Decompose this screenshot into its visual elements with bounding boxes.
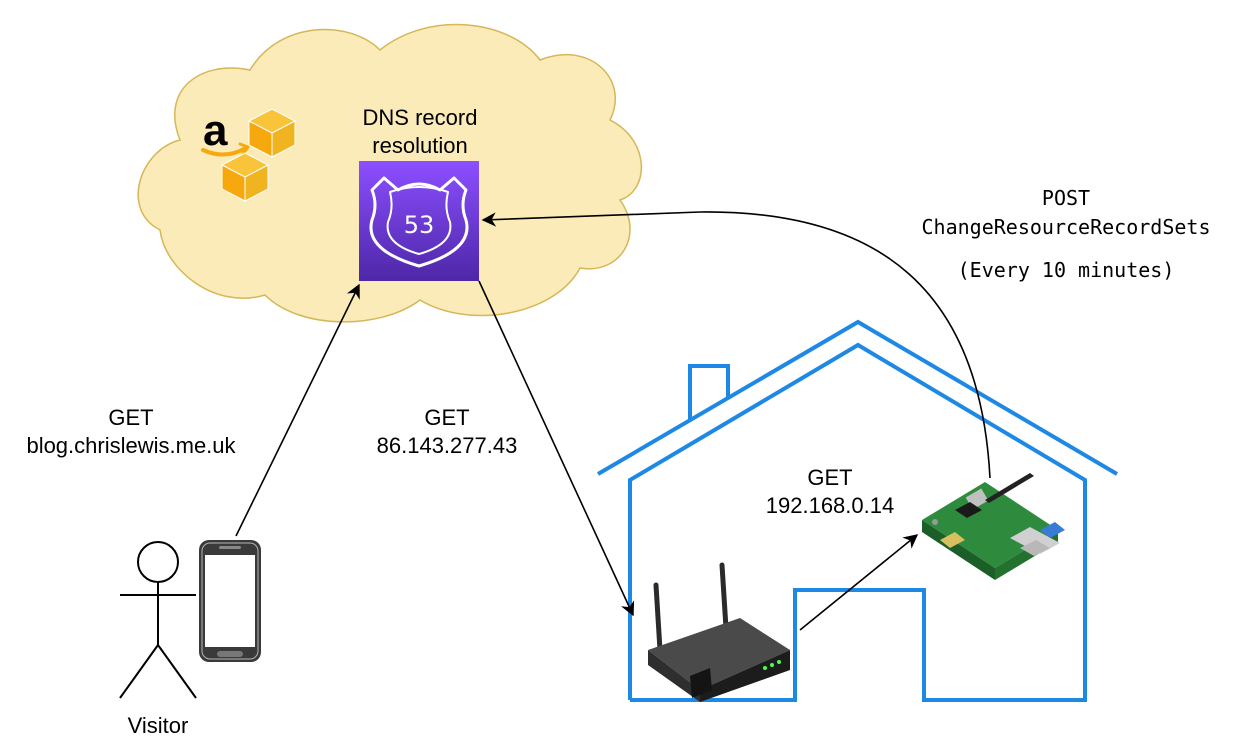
dns-to-router-label: GET 86.143.277.43	[347, 404, 547, 460]
dns-label: DNS record resolution	[340, 104, 500, 160]
visitor-label: Visitor	[127, 713, 189, 738]
route53-badge-number: 53	[404, 211, 435, 239]
amazon-logo-icon: a	[201, 106, 297, 202]
edge-router-to-pi	[799, 534, 919, 631]
visitor-request-method: GET	[108, 405, 154, 430]
visitor-request-target: blog.chrislewis.me.uk	[26, 433, 236, 458]
edge-pi-to-dns	[481, 211, 991, 479]
route53-icon: 53	[359, 161, 479, 281]
dns-to-router-target: 86.143.277.43	[376, 433, 518, 458]
svg-text:a: a	[203, 106, 228, 155]
dns-label-line1: DNS record	[362, 105, 478, 130]
house-outline	[596, 319, 1119, 702]
wifi-router-icon	[648, 562, 790, 702]
router-to-pi-target: 192.168.0.14	[765, 493, 895, 518]
dns-to-router-method: GET	[424, 405, 470, 430]
raspberry-pi-icon	[922, 473, 1065, 580]
router-to-pi-label: GET 192.168.0.14	[735, 464, 925, 520]
pi-update-target: ChangeResourceRecordSets	[921, 215, 1211, 239]
visitor-request-label: GET blog.chrislewis.me.uk	[0, 404, 262, 460]
router-to-pi-method: GET	[807, 465, 853, 490]
pi-update-label: POST ChangeResourceRecordSets (Every 10 …	[880, 184, 1252, 284]
dns-label-line2: resolution	[372, 133, 468, 158]
pi-update-schedule: (Every 10 minutes)	[957, 258, 1175, 282]
smartphone-icon	[199, 540, 261, 662]
edge-dns-to-router	[478, 280, 635, 617]
edge-visitor-to-dns	[235, 283, 360, 537]
person-icon	[119, 541, 197, 699]
pi-update-method: POST	[1041, 186, 1091, 210]
